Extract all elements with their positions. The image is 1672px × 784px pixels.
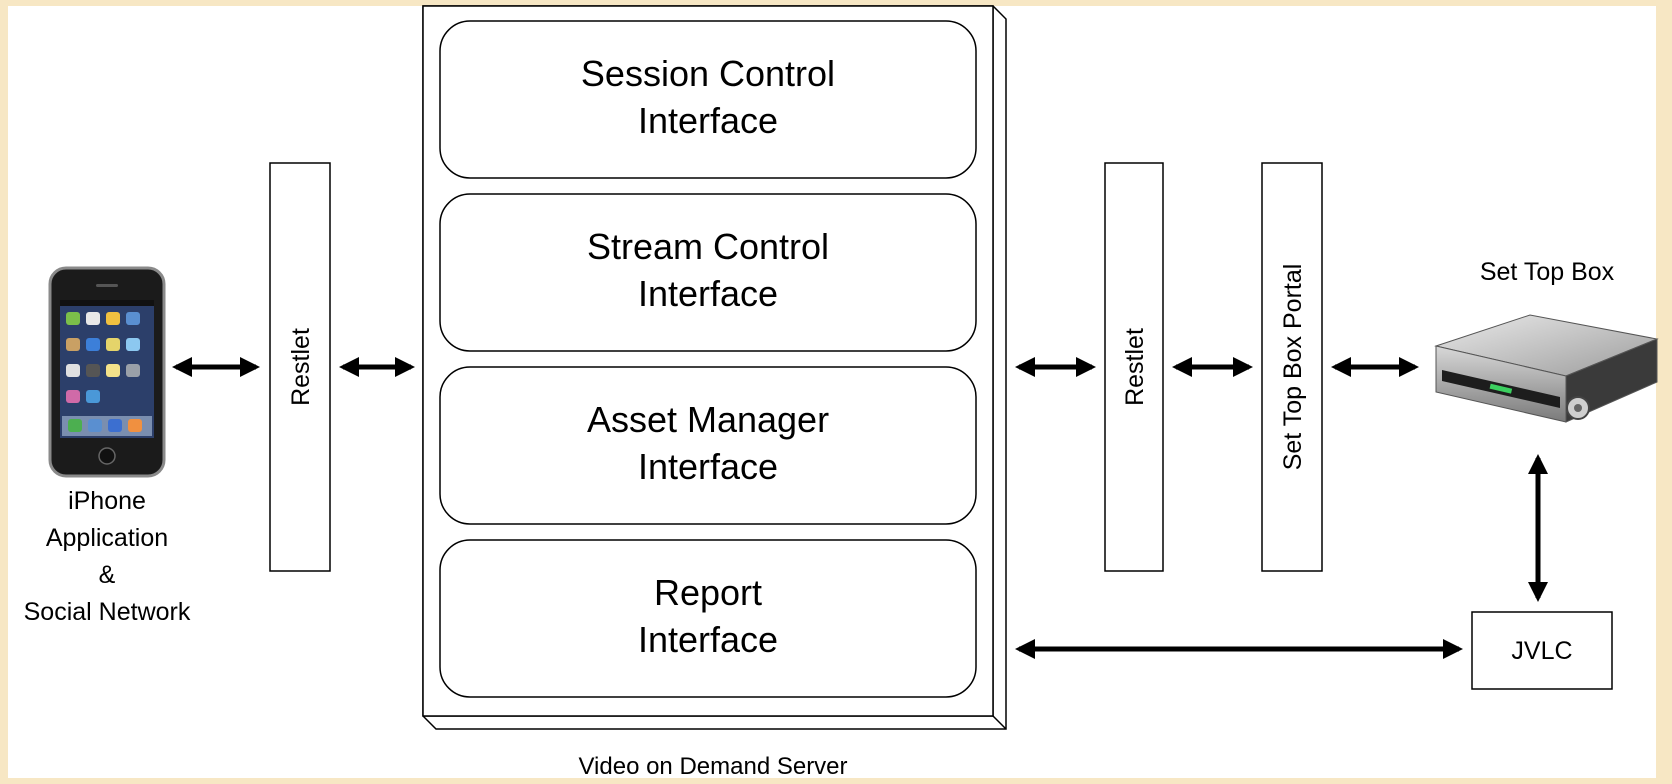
module-report: Report Interface xyxy=(439,539,977,698)
set-top-box-portal: Set Top Box Portal xyxy=(1261,162,1323,572)
module-asset-manager-line-2: Interface xyxy=(638,446,778,487)
module-asset-manager: Asset Manager Interface xyxy=(439,366,977,525)
restlet-right: Restlet xyxy=(1104,162,1164,572)
restlet-left: Restlet xyxy=(269,162,331,572)
jvlc-label: JVLC xyxy=(1511,637,1572,665)
module-report-line-1: Report xyxy=(654,572,762,613)
iphone-label-line-4: Social Network xyxy=(24,598,191,626)
restlet-right-label: Restlet xyxy=(1121,328,1149,406)
module-asset-manager-line-1: Asset Manager xyxy=(587,399,829,440)
module-stream-control: Stream Control Interface xyxy=(439,193,977,352)
set-top-box-label: Set Top Box xyxy=(1480,258,1615,286)
module-session-control: Session Control Interface xyxy=(439,20,977,179)
module-session-control-line-2: Interface xyxy=(638,100,778,141)
iphone-label: iPhone Application & Social Network xyxy=(24,487,191,626)
module-report-line-2: Interface xyxy=(638,619,778,660)
restlet-left-label: Restlet xyxy=(287,328,315,406)
portal-label: Set Top Box Portal xyxy=(1279,264,1307,471)
module-stream-control-line-2: Interface xyxy=(638,273,778,314)
iphone-icon xyxy=(48,266,166,478)
module-session-control-line-1: Session Control xyxy=(581,53,835,94)
iphone-label-line-2: Application xyxy=(46,524,168,552)
iphone-label-line-1: iPhone xyxy=(68,487,146,515)
set-top-box-icon xyxy=(1434,314,1659,423)
iphone-label-line-3: & xyxy=(99,561,116,589)
vod-server: Session Control Interface Stream Control… xyxy=(422,5,1007,730)
module-stream-control-line-1: Stream Control xyxy=(587,226,829,267)
jvlc-box: JVLC xyxy=(1471,611,1613,690)
vod-server-caption: Video on Demand Server xyxy=(578,753,847,780)
